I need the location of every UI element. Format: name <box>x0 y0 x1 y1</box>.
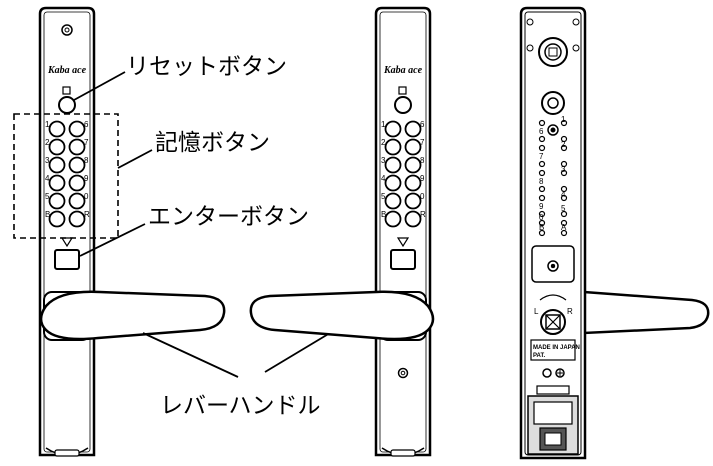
key-label: 6 <box>84 120 89 129</box>
keypad-left <box>48 120 86 228</box>
key-label: 1 <box>45 120 50 129</box>
enter-arrow-left <box>60 237 74 248</box>
pin-label: 4 <box>561 190 566 199</box>
memory-button-callout: 記憶ボタン <box>155 130 270 156</box>
pin-label: 7 <box>539 152 544 161</box>
key-label: 8 <box>420 156 425 165</box>
key-label: B <box>45 210 50 219</box>
enter-button-callout: エンターボタン <box>148 204 309 230</box>
key-label: 9 <box>420 174 425 183</box>
back-pin-labels: 6 7 8 9 0 B 1 2 3 4 5 A <box>539 115 567 232</box>
key-label: 8 <box>84 156 89 165</box>
callout-lines <box>73 71 331 378</box>
keypad-middle <box>384 120 422 228</box>
enter-arrow-middle <box>396 237 410 248</box>
enter-button-left <box>54 249 80 270</box>
key-label: R <box>84 210 90 219</box>
pin-label: A <box>561 223 567 232</box>
pin-label: 0 <box>539 213 544 222</box>
made-in-japan-label: MADE IN JAPAN <box>533 345 580 351</box>
key-label: 7 <box>84 138 89 147</box>
reset-button-callout: リセットボタン <box>126 54 287 80</box>
lever-handle-left <box>39 290 226 341</box>
reset-button-middle <box>394 96 412 114</box>
pin-label: B <box>539 223 544 232</box>
pin-label: 8 <box>539 177 544 186</box>
key-label: 2 <box>381 138 386 147</box>
made-in-japan-plate <box>530 339 576 361</box>
key-label: 6 <box>420 120 425 129</box>
key-label: 3 <box>381 156 386 165</box>
key-label: 5 <box>45 192 50 201</box>
brand-logo-middle: Kaba ace <box>383 65 423 76</box>
key-label: 4 <box>45 174 50 183</box>
key-label: 2 <box>45 138 50 147</box>
keypad-labels-left: 1 2 3 4 5 B 6 7 8 9 0 R <box>45 120 90 219</box>
left-marker: L <box>534 307 539 316</box>
key-label: 1 <box>381 120 386 129</box>
patent-label: PAT. <box>533 353 545 359</box>
back-pin-columns <box>538 119 568 237</box>
front-plate-inner-left <box>43 11 91 453</box>
pin-label: 9 <box>539 202 544 211</box>
reset-button-left <box>58 96 76 114</box>
back-lock: 6 7 8 9 0 B 1 2 3 4 5 A L R MADE IN JAPA… <box>519 6 710 460</box>
memory-keys-dashed-box <box>13 113 119 239</box>
pin-label: 5 <box>561 204 566 213</box>
key-label: 9 <box>84 174 89 183</box>
reset-indicator-middle <box>398 86 407 95</box>
reset-indicator-left <box>62 86 71 95</box>
lever-handle-middle <box>249 290 435 341</box>
front-lock-middle: Kaba ace 1 2 3 4 5 B 6 7 8 9 0 R <box>249 6 435 457</box>
right-marker: R <box>567 307 573 316</box>
lever-handle-back <box>582 290 710 335</box>
pin-label: 6 <box>539 127 544 136</box>
key-label: R <box>420 210 426 219</box>
keypad-labels-middle: 1 2 3 4 5 B 6 7 8 9 0 R <box>381 120 426 219</box>
pin-label: 2 <box>561 140 566 149</box>
key-label: 4 <box>381 174 386 183</box>
lever-handle-callout: レバーハンドル <box>160 393 321 419</box>
key-label: 7 <box>420 138 425 147</box>
pin-label: 3 <box>561 165 566 174</box>
key-label: 0 <box>84 192 89 201</box>
brand-logo-left: Kaba ace <box>47 65 87 76</box>
key-label: 0 <box>420 192 425 201</box>
front-lock-left: Kaba ace 1 2 3 4 5 B 6 7 8 9 0 R <box>38 6 226 457</box>
key-label: B <box>381 210 386 219</box>
pin-label: 1 <box>561 115 566 124</box>
enter-button-middle <box>390 249 416 270</box>
key-label: 3 <box>45 156 50 165</box>
key-label: 5 <box>381 192 386 201</box>
